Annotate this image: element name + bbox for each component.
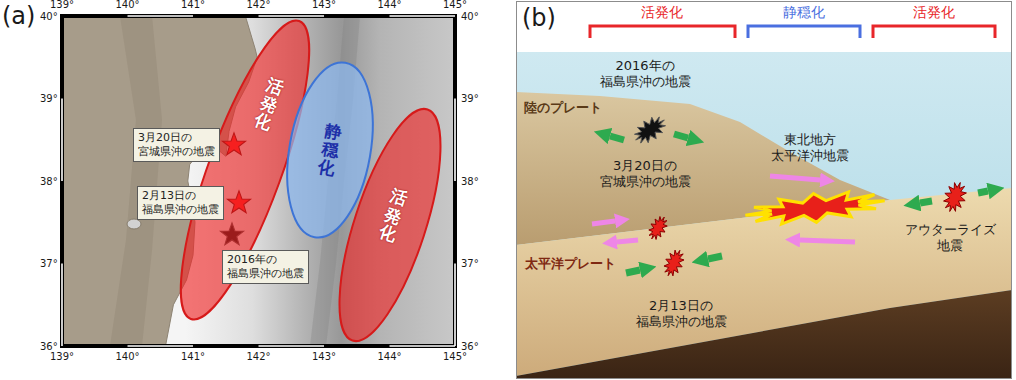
axis-label-anchor: 145° <box>443 0 467 10</box>
axis-label: 144° <box>378 352 402 362</box>
axis-label-anchor: 139° <box>50 0 74 10</box>
mountain-shade <box>110 16 162 346</box>
axis-label-anchor: 36° <box>461 341 479 352</box>
panel-letter: (b) <box>522 4 556 32</box>
axis-label: 140° <box>116 352 140 362</box>
axis-label: 40° <box>461 11 479 22</box>
panel-letter: (a) <box>2 2 35 30</box>
axis-label-anchor: 141° <box>181 352 205 362</box>
axis-label-anchor: 145° <box>443 352 467 362</box>
axis-label-anchor: 40° <box>40 11 58 22</box>
plate-label: 陸のプレート <box>524 100 602 116</box>
bracket <box>748 26 860 38</box>
axis-label-anchor: 39° <box>40 93 58 104</box>
quake-burst <box>629 111 670 149</box>
axis-label: 38° <box>461 176 479 187</box>
axis-label-anchor: 37° <box>40 258 58 269</box>
plate-label-anchor: 陸のプレート <box>524 100 602 116</box>
panel-letter-anchor: (a) <box>2 2 35 30</box>
quake-label: アウターライズ 地震 <box>905 222 996 255</box>
quake-burst <box>660 247 688 280</box>
axis-label: 39° <box>461 93 479 104</box>
epicenter-text: 3月20日の 宮城県沖の地震 <box>138 131 215 159</box>
quake-label: 3月20日の 宮城県沖の地震 <box>600 158 691 191</box>
axis-label-anchor: 139° <box>50 352 74 362</box>
zone-label-anchor: 活発化 <box>913 4 955 22</box>
axis-label-anchor: 40° <box>461 11 479 22</box>
axis-label: 145° <box>443 0 467 10</box>
epicenter-label-box: 2016年の 福島県沖の地震 <box>222 250 309 284</box>
axis-label-anchor: 144° <box>378 352 402 362</box>
quake-burst <box>645 213 672 243</box>
panel-frame <box>517 2 1012 379</box>
quake-label: 東北地方 太平洋沖地震 <box>771 132 849 165</box>
lake <box>127 219 141 229</box>
zone-label-anchor: 静穏化 <box>783 4 825 22</box>
epicenter-label-box: 3月20日の 宮城県沖の地震 <box>133 128 220 162</box>
axis-label: 139° <box>50 352 74 362</box>
axis-label: 38° <box>40 176 58 187</box>
epicenter-label-box: 2月13日の 福島県沖の地震 <box>137 186 224 220</box>
plate-label-anchor: 太平洋プレート <box>525 256 616 272</box>
axis-label: 141° <box>181 0 205 10</box>
axis-label: 139° <box>50 0 74 10</box>
quake-label-anchor: 3月20日の 宮城県沖の地震 <box>600 158 691 191</box>
axis-label-anchor: 38° <box>40 176 58 187</box>
axis-label: 39° <box>40 93 58 104</box>
axis-label-anchor: 38° <box>461 176 479 187</box>
axis-label: 37° <box>461 258 479 269</box>
quake-label-anchor: 2月13日の 福島県沖の地震 <box>636 298 727 331</box>
quake-label-anchor: 東北地方 太平洋沖地震 <box>771 132 849 165</box>
axis-label: 143° <box>312 352 336 362</box>
axis-label: 40° <box>40 11 58 22</box>
bracket <box>590 26 735 38</box>
axis-label-anchor: 142° <box>247 0 271 10</box>
axis-label-anchor: 36° <box>40 341 58 352</box>
axis-label: 141° <box>181 352 205 362</box>
axis-label: 145° <box>443 352 467 362</box>
quake-label: 2016年の 福島県沖の地震 <box>600 58 691 91</box>
zone-label-anchor: 活発化 <box>641 4 683 22</box>
axis-label: 36° <box>461 341 479 352</box>
axis-label-anchor: 39° <box>461 93 479 104</box>
axis-label-anchor: 143° <box>312 352 336 362</box>
sea <box>516 52 1012 378</box>
axis-label: 140° <box>116 0 140 10</box>
zone-label: 静穏化 <box>783 4 825 22</box>
axis-label-anchor: 144° <box>378 0 402 10</box>
quake-burst <box>940 179 971 215</box>
axis-label-anchor: 37° <box>461 258 479 269</box>
axis-label: 142° <box>247 352 271 362</box>
epicenter-text: 2月13日の 福島県沖の地震 <box>142 189 219 217</box>
axis-label-anchor: 143° <box>312 0 336 10</box>
bracket <box>873 26 995 38</box>
axis-label: 142° <box>247 0 271 10</box>
axis-label-anchor: 142° <box>247 352 271 362</box>
axis-label-anchor: 140° <box>116 0 140 10</box>
mantle <box>516 290 1012 378</box>
axis-label-anchor: 140° <box>116 352 140 362</box>
axis-label: 143° <box>312 0 336 10</box>
axis-label-anchor: 141° <box>181 0 205 10</box>
zone-label: 活発化 <box>913 4 955 22</box>
panel-letter-anchor: (b) <box>522 4 556 32</box>
rupture-burst <box>744 186 886 229</box>
quake-label: 2月13日の 福島県沖の地震 <box>636 298 727 331</box>
axis-label: 37° <box>40 258 58 269</box>
ellipse-fill <box>319 98 462 351</box>
quake-label-anchor: アウターライズ 地震 <box>905 222 996 255</box>
sky <box>516 1 1012 378</box>
quake-label-anchor: 2016年の 福島県沖の地震 <box>600 58 691 91</box>
zone-label: 活発化 <box>641 4 683 22</box>
axis-label: 36° <box>40 341 58 352</box>
epicenter-text: 2016年の 福島県沖の地震 <box>227 253 304 281</box>
plate-label: 太平洋プレート <box>525 256 616 272</box>
axis-label: 144° <box>378 0 402 10</box>
